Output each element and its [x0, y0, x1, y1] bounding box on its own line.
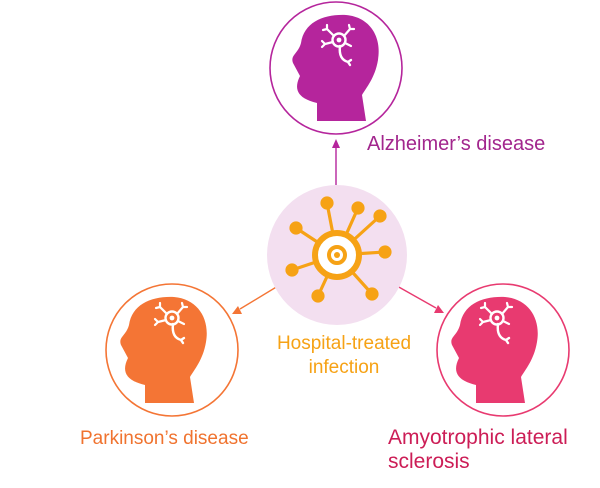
center-label: Hospital-treated infection — [244, 332, 444, 380]
center-label-line1: Hospital-treated — [276, 333, 412, 354]
alzheimers-label: Alzheimer’s disease — [367, 133, 546, 155]
head-silhouette — [451, 296, 538, 403]
als-label-line1: Amyotrophic lateral — [388, 426, 568, 449]
head-silhouette — [120, 296, 207, 403]
als-label: Amyotrophic lateral sclerosis — [388, 426, 568, 474]
node-center — [267, 185, 407, 325]
node-parkinsons — [105, 283, 239, 417]
node-alzheimers — [269, 1, 403, 135]
center-label-line2: infection — [308, 357, 380, 378]
head-silhouette — [292, 14, 379, 121]
parkinsons-label: Parkinson’s disease — [80, 428, 249, 449]
virus-icon — [285, 196, 392, 303]
connector-arrows — [232, 139, 444, 314]
als-label-line2: sclerosis — [388, 450, 470, 473]
node-als — [436, 283, 570, 417]
